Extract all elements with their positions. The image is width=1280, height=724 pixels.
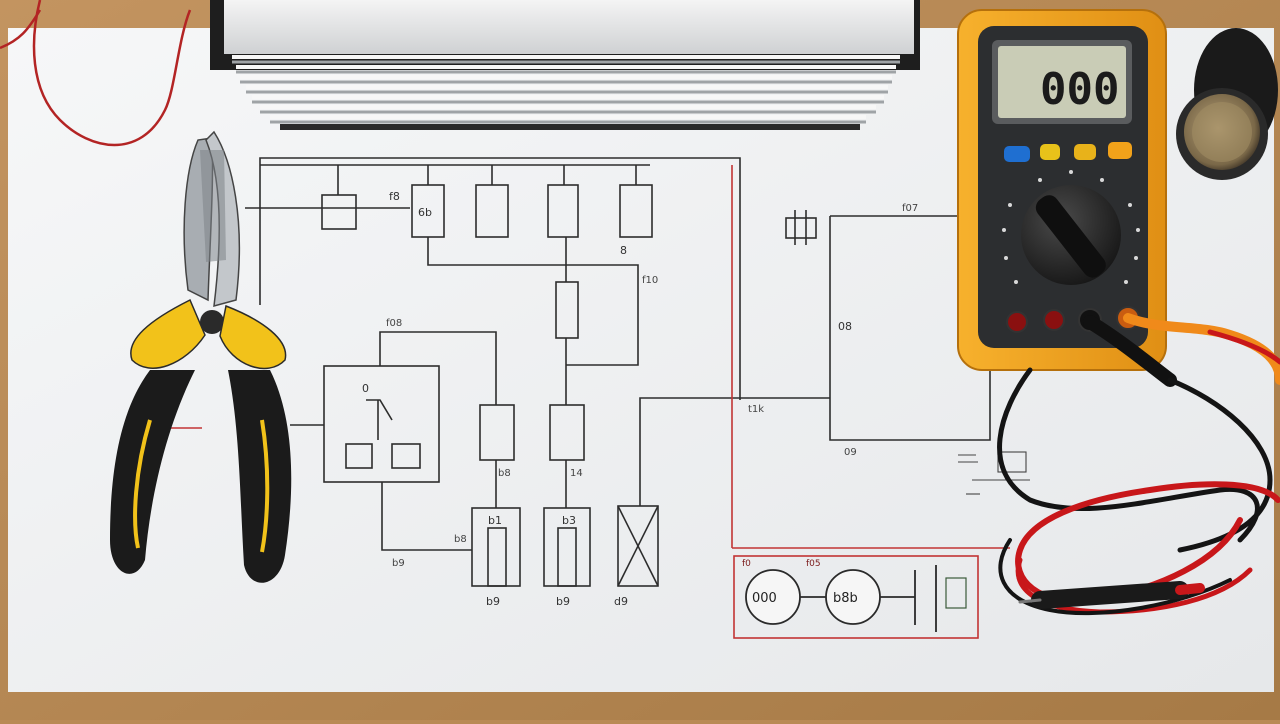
meter-jack-1[interactable] xyxy=(1006,311,1028,333)
label-bottom-block-tag: b8 xyxy=(454,534,467,545)
meter-readout: 000 xyxy=(1040,64,1119,115)
label-comp-a-lower: b8 xyxy=(498,468,511,479)
qr-symbol xyxy=(945,577,967,609)
meter-button-orange[interactable] xyxy=(1108,142,1132,159)
schematic-lines xyxy=(245,157,991,587)
meter-lcd xyxy=(998,46,1126,118)
label-top-left-box: f8 xyxy=(389,190,400,203)
meter-symbols xyxy=(745,569,881,625)
label-comp-b-lower: 14 xyxy=(570,468,583,479)
label-junction: t1k xyxy=(748,404,764,415)
label-right-of-res: f10 xyxy=(642,275,658,286)
coin-cell xyxy=(1176,28,1278,180)
label-right-mid: 08 xyxy=(838,320,852,333)
label-red-box-1: f0 xyxy=(742,559,751,569)
meter-button-yellow-1[interactable] xyxy=(1040,144,1060,160)
label-footer-left: b9 xyxy=(392,558,405,569)
label-box2: 6b xyxy=(418,206,432,219)
pliers xyxy=(110,130,292,583)
heatsink xyxy=(210,0,920,130)
annotation-scribbles xyxy=(958,451,1030,495)
label-circle-1: 000 xyxy=(752,591,777,606)
probe-leads xyxy=(997,313,1280,616)
label-right-top: f07 xyxy=(902,203,918,214)
label-footer-2: b9 xyxy=(556,595,570,608)
label-footer-3: d9 xyxy=(614,595,628,608)
meter-jack-2[interactable] xyxy=(1043,309,1065,331)
label-red-box-2: f05 xyxy=(806,559,821,569)
meter-button-blue[interactable] xyxy=(1004,146,1030,162)
label-right-bottom: 09 xyxy=(844,447,857,458)
label-mid-tag: f08 xyxy=(386,318,402,329)
label-block-b3: b3 xyxy=(562,514,576,527)
schematic-red-lines xyxy=(150,165,1010,639)
label-circle-2: b8b xyxy=(833,591,858,606)
red-wire-loop xyxy=(32,0,192,147)
meter-button-yellow-2[interactable] xyxy=(1074,144,1096,160)
label-footer-1: b9 xyxy=(486,595,500,608)
label-box3-tag: 8 xyxy=(620,244,627,257)
label-block-b1: b1 xyxy=(488,514,502,527)
multimeter: 000 xyxy=(957,9,1167,371)
label-left-block-tag: 0 xyxy=(362,382,369,395)
